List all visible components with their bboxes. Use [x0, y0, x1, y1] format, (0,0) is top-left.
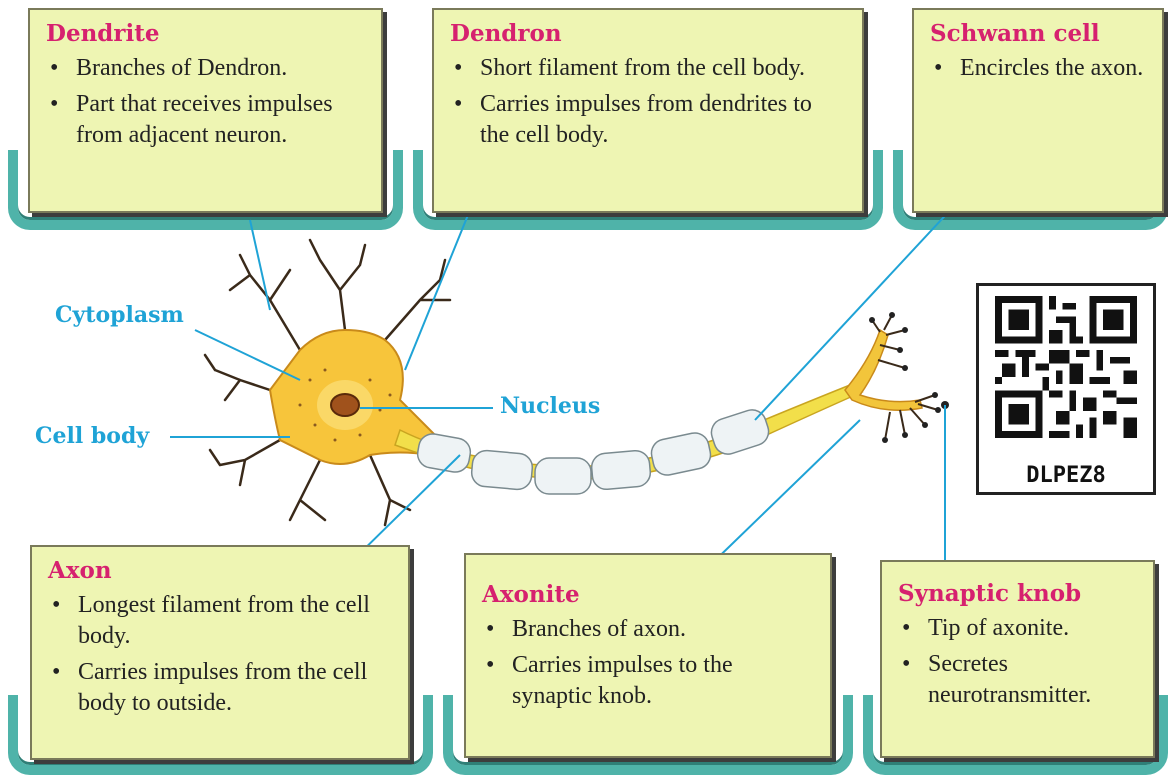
card-title-schwann: Schwann cell — [930, 20, 1146, 47]
card-point: Encircles the axon. — [930, 53, 1146, 84]
card-list-axon: Longest filament from the cell body. Car… — [48, 590, 392, 719]
card-point: Branches of axon. — [482, 614, 814, 645]
qr-code-pattern — [995, 296, 1137, 438]
card-list-dendron: Short filament from the cell body. Carri… — [450, 53, 846, 151]
card-title-axon: Axon — [48, 557, 392, 584]
card-schwann: Schwann cell Encircles the axon. — [912, 8, 1164, 213]
card-axon: Axon Longest filament from the cell body… — [30, 545, 410, 760]
card-list-synaptic: Tip of axonite. Secretes neurotransmitte… — [898, 613, 1137, 711]
qr-code-caption: DLPEZ8 — [979, 463, 1153, 488]
card-list-schwann: Encircles the axon. — [930, 53, 1146, 84]
axon-terminal — [845, 330, 922, 410]
card-point: Carries impulses to the synaptic knob. — [482, 650, 814, 712]
label-cytoplasm: Cytoplasm — [55, 302, 184, 328]
card-title-axonite: Axonite — [482, 581, 814, 608]
card-dendron: Dendron Short filament from the cell bod… — [432, 8, 864, 213]
card-axonite: Axonite Branches of axon. Carries impuls… — [464, 553, 832, 758]
card-title-synaptic: Synaptic knob — [898, 580, 1137, 607]
card-point: Carries impulses from dendrites to the c… — [450, 89, 846, 151]
label-nucleus: Nucleus — [500, 393, 600, 419]
card-list-axonite: Branches of axon. Carries impulses to th… — [482, 614, 814, 712]
schwann-cells — [415, 406, 772, 494]
label-cell-body: Cell body — [35, 423, 149, 449]
card-list-dendrite: Branches of Dendron. Part that receives … — [46, 53, 365, 151]
card-title-dendrite: Dendrite — [46, 20, 365, 47]
card-point: Short filament from the cell body. — [450, 53, 846, 84]
card-point: Part that receives impulses from adjacen… — [46, 89, 365, 151]
card-point: Secretes neurotransmitter. — [898, 649, 1137, 711]
card-point: Branches of Dendron. — [46, 53, 365, 84]
card-synaptic: Synaptic knob Tip of axonite. Secretes n… — [880, 560, 1155, 758]
card-title-dendron: Dendron — [450, 20, 846, 47]
nucleus-shape — [331, 394, 359, 416]
card-point: Carries impulses from the cell body to o… — [48, 657, 392, 719]
card-point: Longest filament from the cell body. — [48, 590, 392, 652]
card-dendrite: Dendrite Branches of Dendron. Part that … — [28, 8, 383, 213]
card-point: Tip of axonite. — [898, 613, 1137, 644]
qr-code[interactable]: DLPEZ8 — [976, 283, 1156, 495]
